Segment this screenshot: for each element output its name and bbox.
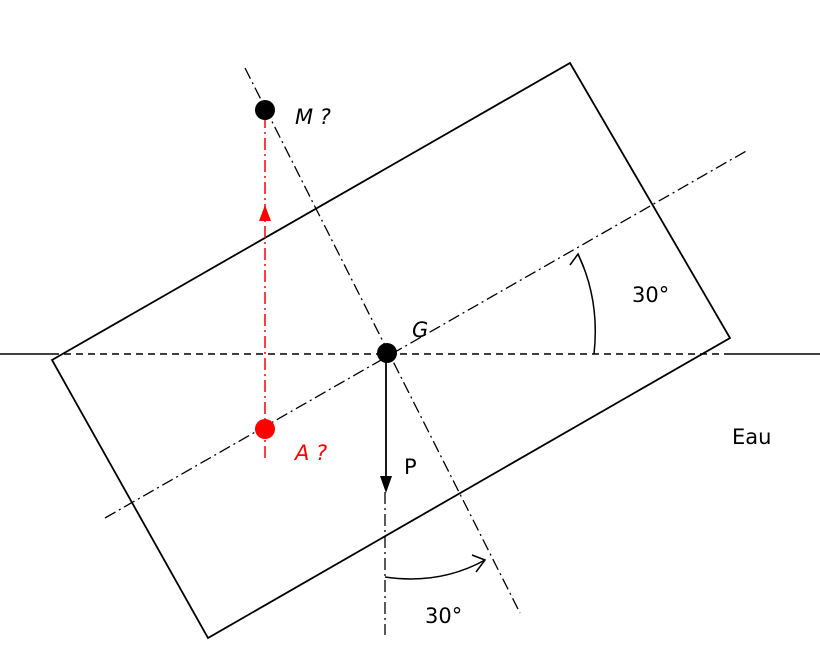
angle-arc-vertical [384, 559, 486, 580]
centre-of-buoyancy-label: A ? [293, 441, 327, 465]
water-label: Eau [732, 425, 771, 449]
metacentre-label: M ? [295, 105, 331, 129]
buoyancy-arrow-head [259, 205, 271, 221]
centre-of-gravity-label: G [412, 318, 428, 342]
weight-label: P [404, 455, 417, 479]
angle-arc-vertical-arrowhead [471, 554, 487, 573]
angle-arc-axis-arrowhead [569, 252, 585, 269]
floating-body [50, 61, 732, 640]
weight-arrow-head [380, 476, 392, 493]
angle-axis-label: 30° [632, 283, 669, 307]
angle-vertical-label: 30° [425, 604, 462, 628]
symmetry-axis [244, 67, 521, 614]
tilted-axis [104, 149, 749, 519]
centre-of-gravity-point [377, 343, 397, 363]
metacentre-point [255, 100, 275, 120]
centre-of-buoyancy-point [255, 419, 275, 439]
angle-arc-axis [577, 253, 597, 355]
